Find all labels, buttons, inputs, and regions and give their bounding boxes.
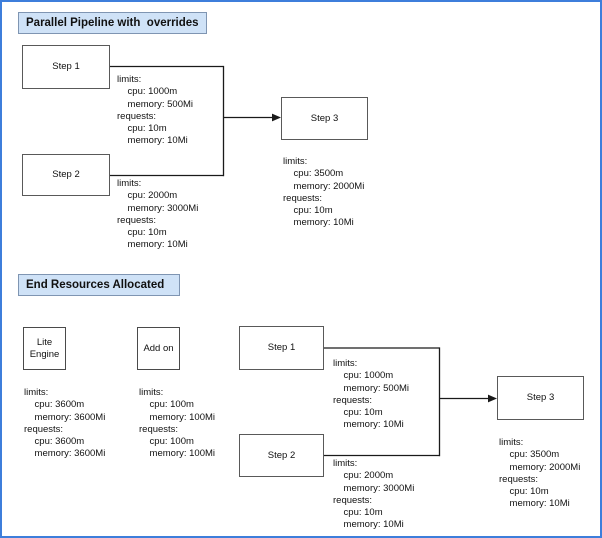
bottom-arrow-to-step3	[439, 394, 497, 403]
node-step3-end: Step 3	[497, 376, 584, 420]
node-step2-end: Step 2	[239, 434, 324, 477]
top-arrow-to-step3	[223, 113, 281, 122]
section-title-end-resources: End Resources Allocated	[18, 274, 180, 296]
resources-lite-engine: limits: cpu: 3600m memory: 3600Mi reques…	[24, 387, 106, 460]
resources-step1-pipeline: limits: cpu: 1000m memory: 500Mi request…	[117, 74, 194, 147]
node-lite-engine: Lite Engine	[23, 327, 66, 370]
resources-step3-end: limits: cpu: 3500m memory: 2000Mi reques…	[499, 437, 581, 510]
resources-step2-end: limits: cpu: 2000m memory: 3000Mi reques…	[333, 458, 415, 531]
resources-step2-pipeline: limits: cpu: 2000m memory: 3000Mi reques…	[117, 178, 199, 251]
arrowhead-icon	[488, 394, 497, 403]
node-step1-end: Step 1	[239, 326, 324, 370]
arrowhead-icon	[272, 113, 281, 122]
section-title-pipeline: Parallel Pipeline with overrides	[18, 12, 207, 34]
resources-step1-end: limits: cpu: 1000m memory: 500Mi request…	[333, 358, 410, 431]
node-add-on: Add on	[137, 327, 180, 370]
node-step3-pipeline: Step 3	[281, 97, 368, 140]
node-step2-pipeline: Step 2	[22, 154, 110, 196]
resources-add-on: limits: cpu: 100m memory: 100Mi requests…	[139, 387, 216, 460]
resources-step3-pipeline: limits: cpu: 3500m memory: 2000Mi reques…	[283, 156, 365, 229]
node-step1-pipeline: Step 1	[22, 45, 110, 89]
